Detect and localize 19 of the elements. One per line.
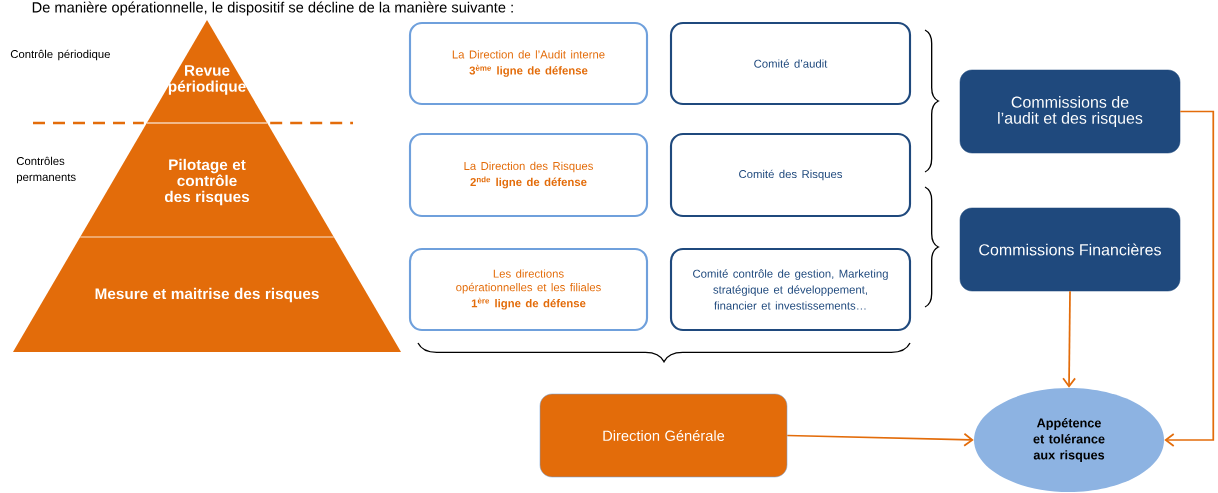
arrow [1164,110,1215,447]
direction-box: Direction Générale [539,393,788,478]
node-label: Mesure et maitrise des risques [95,287,319,303]
node-label: Pilotage et contrôle des risques [164,158,250,206]
direction-box: Les directions opérationnelles et les filiales 1$^{ère}$ ligne de défense [408,247,649,332]
pyramid-tier: Mesure et maitrise des risques [13,237,401,352]
pyramid-tier: Revue périodique [146,20,268,123]
node-label: Revue périodique [168,65,246,95]
commission-box: Commissions de l’audit et des risques [959,69,1181,154]
arrow [1062,290,1076,388]
committee-box: Comité contrôle de gestion, Marketing stratégique et développement, financier et investissements… [669,247,912,332]
direction-box: La Direction de l’Audit interne 3$^{ème}$ ligne de défense [408,21,649,106]
commission-box: Commissions Financières [959,207,1181,292]
direction-box: La Direction des Risques 2$^{nde}$ ligne de défense [408,132,649,218]
side-label: Contrôle périodique [10,49,110,61]
committee-box: Comité d’audit [669,21,912,106]
committee-box: Comité des Risques [669,132,912,218]
heading: De manière opérationnelle, le dispositif se décline de la manière suivante : [32,1,513,16]
arrow [786,432,974,447]
